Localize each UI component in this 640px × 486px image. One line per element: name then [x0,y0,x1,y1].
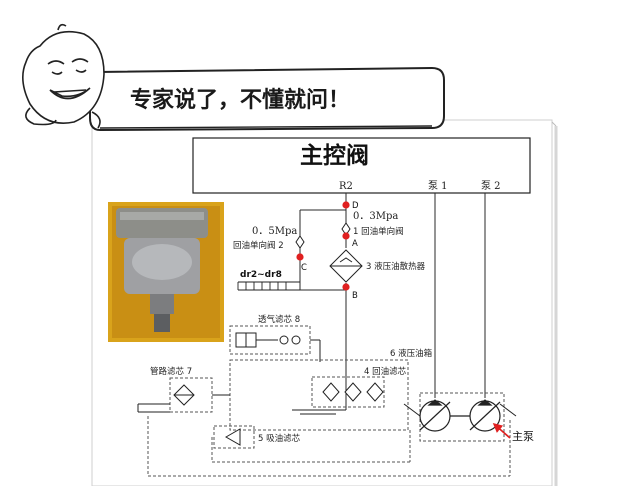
main-valve-title: 主控阀 [300,142,369,169]
pressure-03-label: 0．3Mpa [353,211,398,222]
point-d [342,201,350,209]
point-b-label: B [352,291,358,301]
port-pump2-label: 泵 2 [481,180,501,192]
pipe-filter-7 [137,377,230,413]
breather-filter-8 [229,325,321,362]
cooler3-label: 3 液压油散热器 [366,261,426,272]
point-c-label: C [301,263,307,273]
return-filter-4 [311,376,385,408]
point-a [342,232,350,240]
main-pump-arrow [492,422,511,439]
breather8-label: 透气滤芯 8 [258,314,300,325]
case-drain-lines [147,416,511,477]
main-pumps [403,392,517,442]
drain-lines [237,281,300,291]
oil-cooler-3 [329,249,363,283]
pipe7-label: 管路滤芯 7 [150,366,192,377]
main-valve-box [192,137,531,194]
tank6-label: 6 液压油箱 [390,348,433,359]
point-c [296,253,304,261]
check2-label: 回油单向阀 2 [233,240,284,251]
drain-label: dr2~dr8 [240,270,282,280]
suction5-label: 5 吸油滤芯 [258,433,301,444]
main-pump-label: 主泵 [512,430,534,443]
port-pump1-label: 泵 1 [428,180,448,192]
check-valve-2 [295,235,305,249]
point-b [342,283,350,291]
banner-text: 专家说了，不懂就问！ [130,87,350,113]
suction-filter-5 [213,425,255,449]
test-points [296,201,350,291]
meme-face-avatar [22,23,105,129]
pressure-05-label: 0．5Mpa [252,226,297,237]
port-r2-label: R2 [339,181,353,192]
check1-label: 1 回油单向阀 [353,226,404,237]
filter-photo [108,202,224,342]
point-a-label: A [352,239,358,249]
point-d-label: D [352,201,359,211]
return4-label: 4 回油滤芯 [364,366,407,377]
